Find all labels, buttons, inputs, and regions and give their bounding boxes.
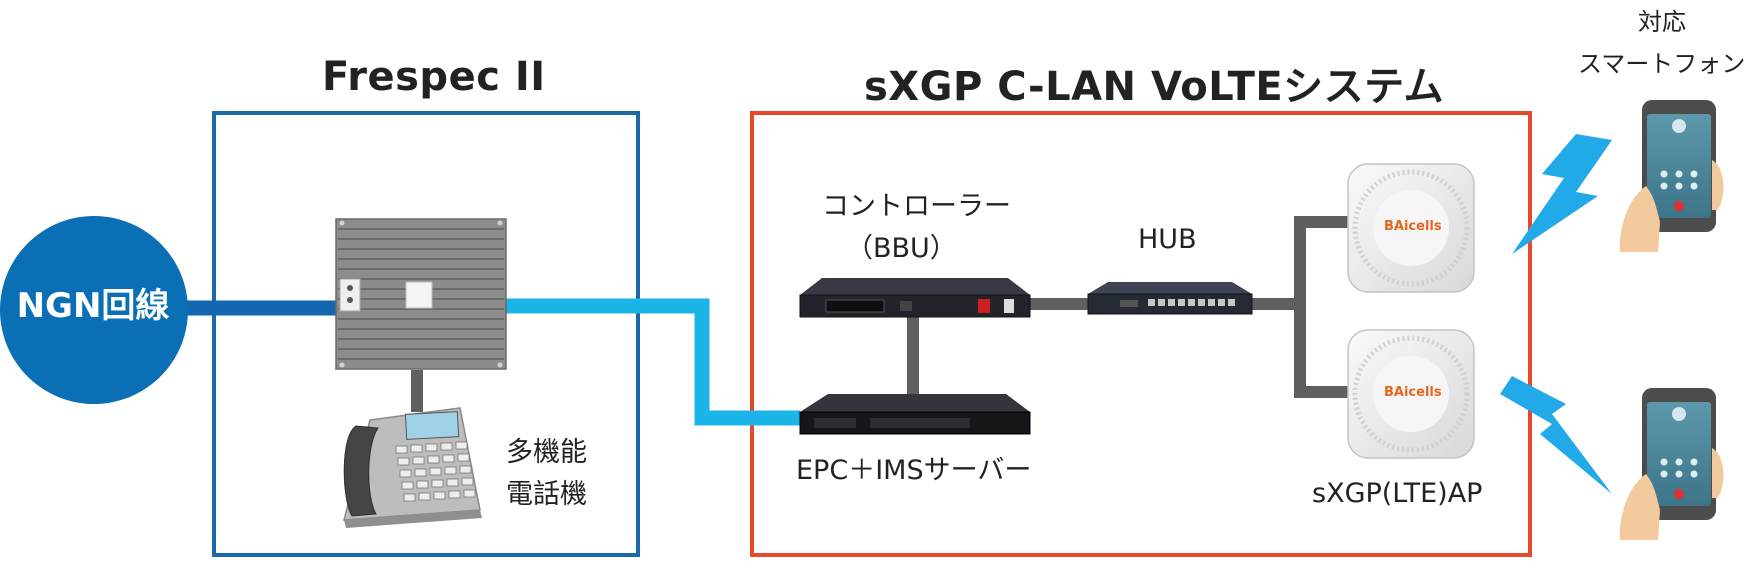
controller-label-line2: （BBU）	[846, 233, 957, 264]
access-point-upper	[1347, 163, 1475, 293]
epc-ims-server-device	[799, 394, 1031, 435]
phones-label-line1: 対応	[1638, 8, 1686, 36]
access-point-lower	[1347, 329, 1475, 459]
controller-bbu-device	[799, 278, 1031, 318]
sxgp-system-box	[750, 111, 1532, 557]
ngn-circle	[0, 216, 188, 404]
sxgp-system-title: sXGP C-LAN VoLTEシステム	[864, 64, 1444, 110]
frespec-pbx-unit	[335, 218, 507, 370]
fiber-connection-line	[505, 298, 800, 426]
wireless-signal-icon-lower	[1500, 376, 1612, 494]
ap-brand-logo-lower: BAicells	[1384, 385, 1442, 400]
ap-label: sXGP(LTE)AP	[1312, 478, 1483, 509]
epc-ims-label: EPC＋IMSサーバー	[796, 455, 1032, 486]
hub-ap-line	[1252, 216, 1348, 310]
ngn-label: NGN回線	[16, 286, 170, 326]
wireless-signal-icon	[1512, 134, 1612, 254]
multi-phone-label-line2: 電話機	[506, 479, 587, 510]
multifunction-phone	[343, 407, 482, 528]
ap-brand-logo: BAicells	[1384, 219, 1442, 234]
hub-ap-line-lower	[1294, 304, 1348, 398]
frespec-title: Frespec II	[322, 54, 546, 100]
phones-label-line2: スマートフォン	[1578, 50, 1746, 78]
smartphone-upper	[1619, 100, 1724, 252]
frespec-box	[212, 111, 640, 557]
smartphone-lower	[1619, 388, 1724, 540]
multi-phone-label-line1: 多機能	[506, 437, 587, 468]
hub-label: HUB	[1138, 224, 1197, 255]
hub-switch-device	[1087, 282, 1253, 315]
controller-label-line1: コントローラー	[822, 191, 1011, 222]
